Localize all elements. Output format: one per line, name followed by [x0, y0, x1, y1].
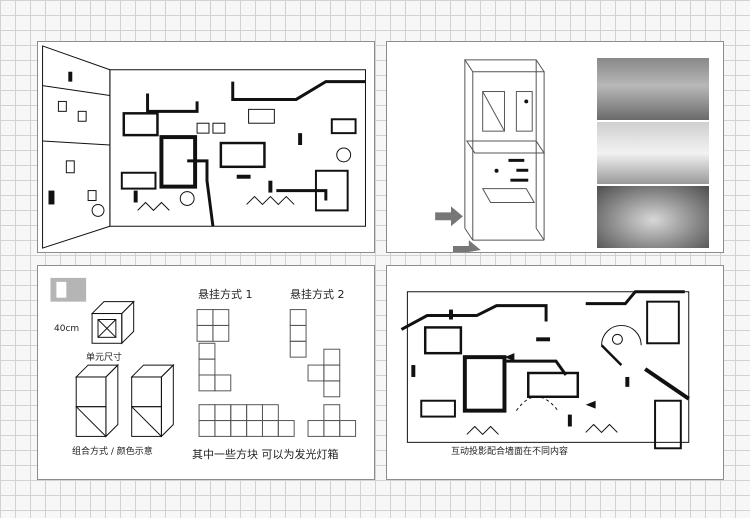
volume-sketch [435, 59, 546, 252]
light-box-diagram [50, 277, 357, 438]
hanging-mode-2-title: 悬挂方式 2 [290, 288, 345, 301]
combination-caption: 组合方式 / 颜色示意 [72, 447, 153, 457]
hanging-mode-1-title: 悬挂方式 1 [198, 288, 253, 301]
panel-volume-and-renders [386, 41, 724, 253]
panel-exhibition-perspective [37, 41, 375, 253]
light-box-note: 其中一些方块 可以为发光灯箱 [192, 448, 339, 461]
interactive-plan-drawing [400, 290, 690, 450]
render-room-view [597, 122, 709, 184]
exhibition-perspective-drawing [42, 45, 366, 249]
plan-caption: 互动投影配合墙面在不同内容 [451, 447, 569, 457]
unit-dimension-label: 40cm [54, 324, 80, 334]
panel-interactive-plan: 互动投影配合墙面在不同内容 [386, 265, 724, 480]
panel-light-box-study: 悬挂方式 1 悬挂方式 2 40cm 单元尺寸 组合方式 / 颜色示意 其中一些… [37, 265, 375, 480]
unit-size-caption: 单元尺寸 [86, 353, 123, 363]
render-dome-view [597, 186, 709, 248]
render-corridor-view [597, 58, 709, 120]
